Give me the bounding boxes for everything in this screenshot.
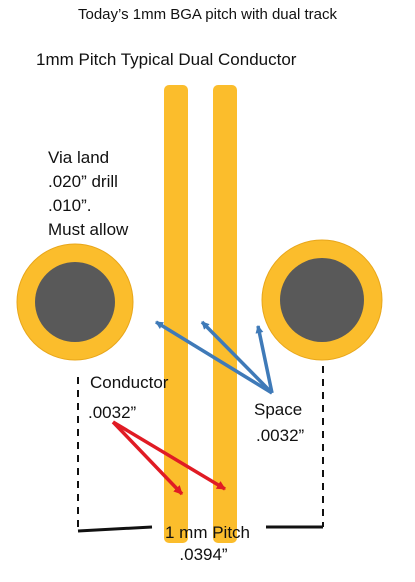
via-land-note: Via land .020” drill .010”. Must allow — [48, 146, 128, 242]
space-arrow-to-right-land — [255, 325, 274, 394]
pitch-label: 1 mm Pitch .0394” — [0, 522, 415, 566]
dimension-line-left — [77, 525, 153, 533]
conductor-label-value: .0032” — [88, 403, 137, 422]
via-right — [261, 239, 383, 361]
pitch-label-name: 1 mm Pitch — [164, 523, 251, 542]
via-note-line-4: Must allow — [48, 220, 129, 239]
via-left — [16, 243, 134, 361]
pitch-dimension — [77, 366, 324, 533]
conductor-arrows — [111, 420, 226, 496]
via-note-line-1: Via land — [48, 148, 110, 167]
pitch-label-value: .0394” — [179, 545, 228, 564]
space-arrows — [155, 320, 274, 395]
conductor-trace-left — [164, 85, 188, 543]
conductor-trace-right — [213, 85, 237, 543]
via-note-line-2: .020” drill — [48, 172, 118, 191]
conductor-arrow-to-right-trace — [112, 420, 226, 491]
diagram-subtitle: 1mm Pitch Typical Dual Conductor — [36, 50, 297, 69]
space-label-name: Space — [254, 400, 303, 419]
conductor-label: Conductor .0032” — [88, 370, 169, 426]
diagram-title: Today’s 1mm BGA pitch with dual track — [78, 6, 337, 23]
via-note-line-3: .010”. — [48, 196, 92, 215]
via-drill-left — [35, 262, 115, 342]
space-label-value: .0032” — [256, 426, 305, 445]
via-drill-right — [280, 258, 364, 342]
conductor-arrow-to-left-trace — [111, 420, 184, 496]
space-arrow-to-left-trace — [155, 320, 273, 395]
space-label: Space .0032” — [254, 397, 304, 449]
conductor-label-name: Conductor — [90, 373, 169, 392]
space-arrow-to-gap — [200, 320, 274, 395]
